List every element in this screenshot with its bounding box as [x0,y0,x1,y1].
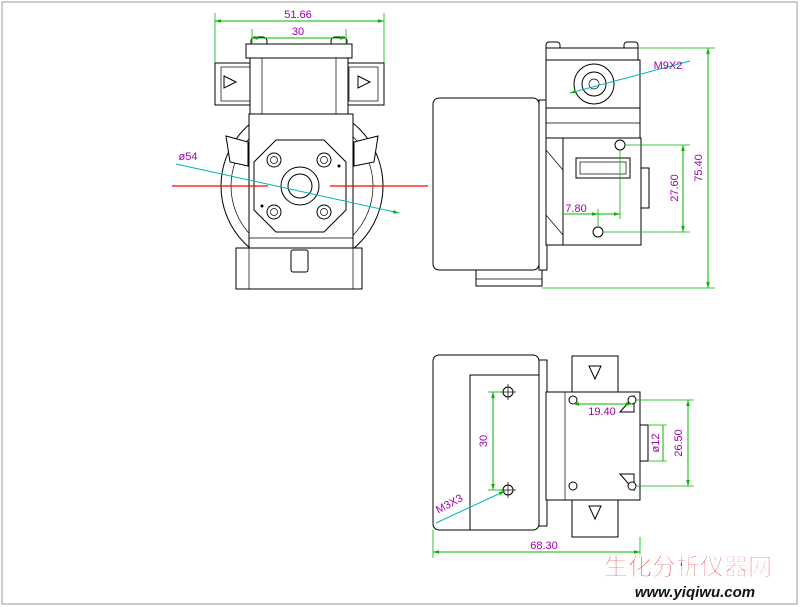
motor-housing [432,97,540,271]
upper-body [249,57,349,116]
side-view: M9X2 75.40 27.60 7.80 [432,41,715,289]
bottom-view: 30 M3X3 19.40 ø12 26.50 68.30 [432,354,694,558]
port-diameter-label: ø12 [650,434,662,453]
watermark: 生化分析仪器网 www.yiqiwu.com [604,553,773,601]
side-top-cap [545,47,639,61]
center-port-outer [280,166,320,206]
hole-spacing-h-label: 19.40 [588,406,616,418]
left-flow-arrow [223,75,238,89]
left-side-notch [225,135,249,167]
side-port-mid [581,71,607,97]
diameter-label: ø54 [179,151,198,163]
front-view: 51.66 30 ø54 [172,9,428,290]
hole-spacing-label: 27.60 [669,174,681,202]
side-protrusion [640,167,650,209]
left-fitting [214,62,253,106]
overall-height-label: 75.40 [693,154,705,182]
right-fitting-inner [348,66,379,102]
top-port-arrow [588,365,602,381]
side-port-outer [573,63,615,105]
side-lower-block [562,137,642,246]
hole-spacing-v-label: 26.50 [673,429,685,457]
head-hole-1 [568,395,578,405]
side-hole-upper [614,139,626,151]
base-tab [290,249,309,273]
thread-leader [569,60,691,94]
mount-spacing-label: 30 [478,435,490,447]
diameter-leader [175,163,400,214]
side-hole-lower [592,226,604,238]
thread-label: M9X2 [654,60,683,72]
overall-width-label: 51.66 [284,9,312,21]
bottom-port-arrow [588,505,602,521]
hole-offset-label: 7.80 [565,203,586,215]
bottom-bracket [469,374,539,530]
bottom-protrusion [639,424,649,462]
right-flow-arrow [357,75,372,89]
overall-length-label: 68.30 [530,540,558,552]
head-hole-3 [568,481,578,491]
center-port-inner [287,173,313,199]
bolt-holes [266,152,332,220]
side-left-block [545,137,564,246]
side-slot [575,157,631,179]
head-hole-2 [627,395,637,405]
head-hole-4 [627,481,637,491]
right-side-notch [353,135,379,167]
mounting-bracket [475,270,543,287]
cap-width-label: 30 [292,26,304,38]
top-cap [245,43,353,59]
bottom-top-port [571,355,619,393]
side-port-inner [588,78,600,90]
mount-hole-lower [500,482,516,498]
watermark-name: 生化分析仪器网 [604,553,772,581]
mount-thread-leader [435,490,506,524]
watermark-url: www.yiqiwu.com [635,584,755,601]
